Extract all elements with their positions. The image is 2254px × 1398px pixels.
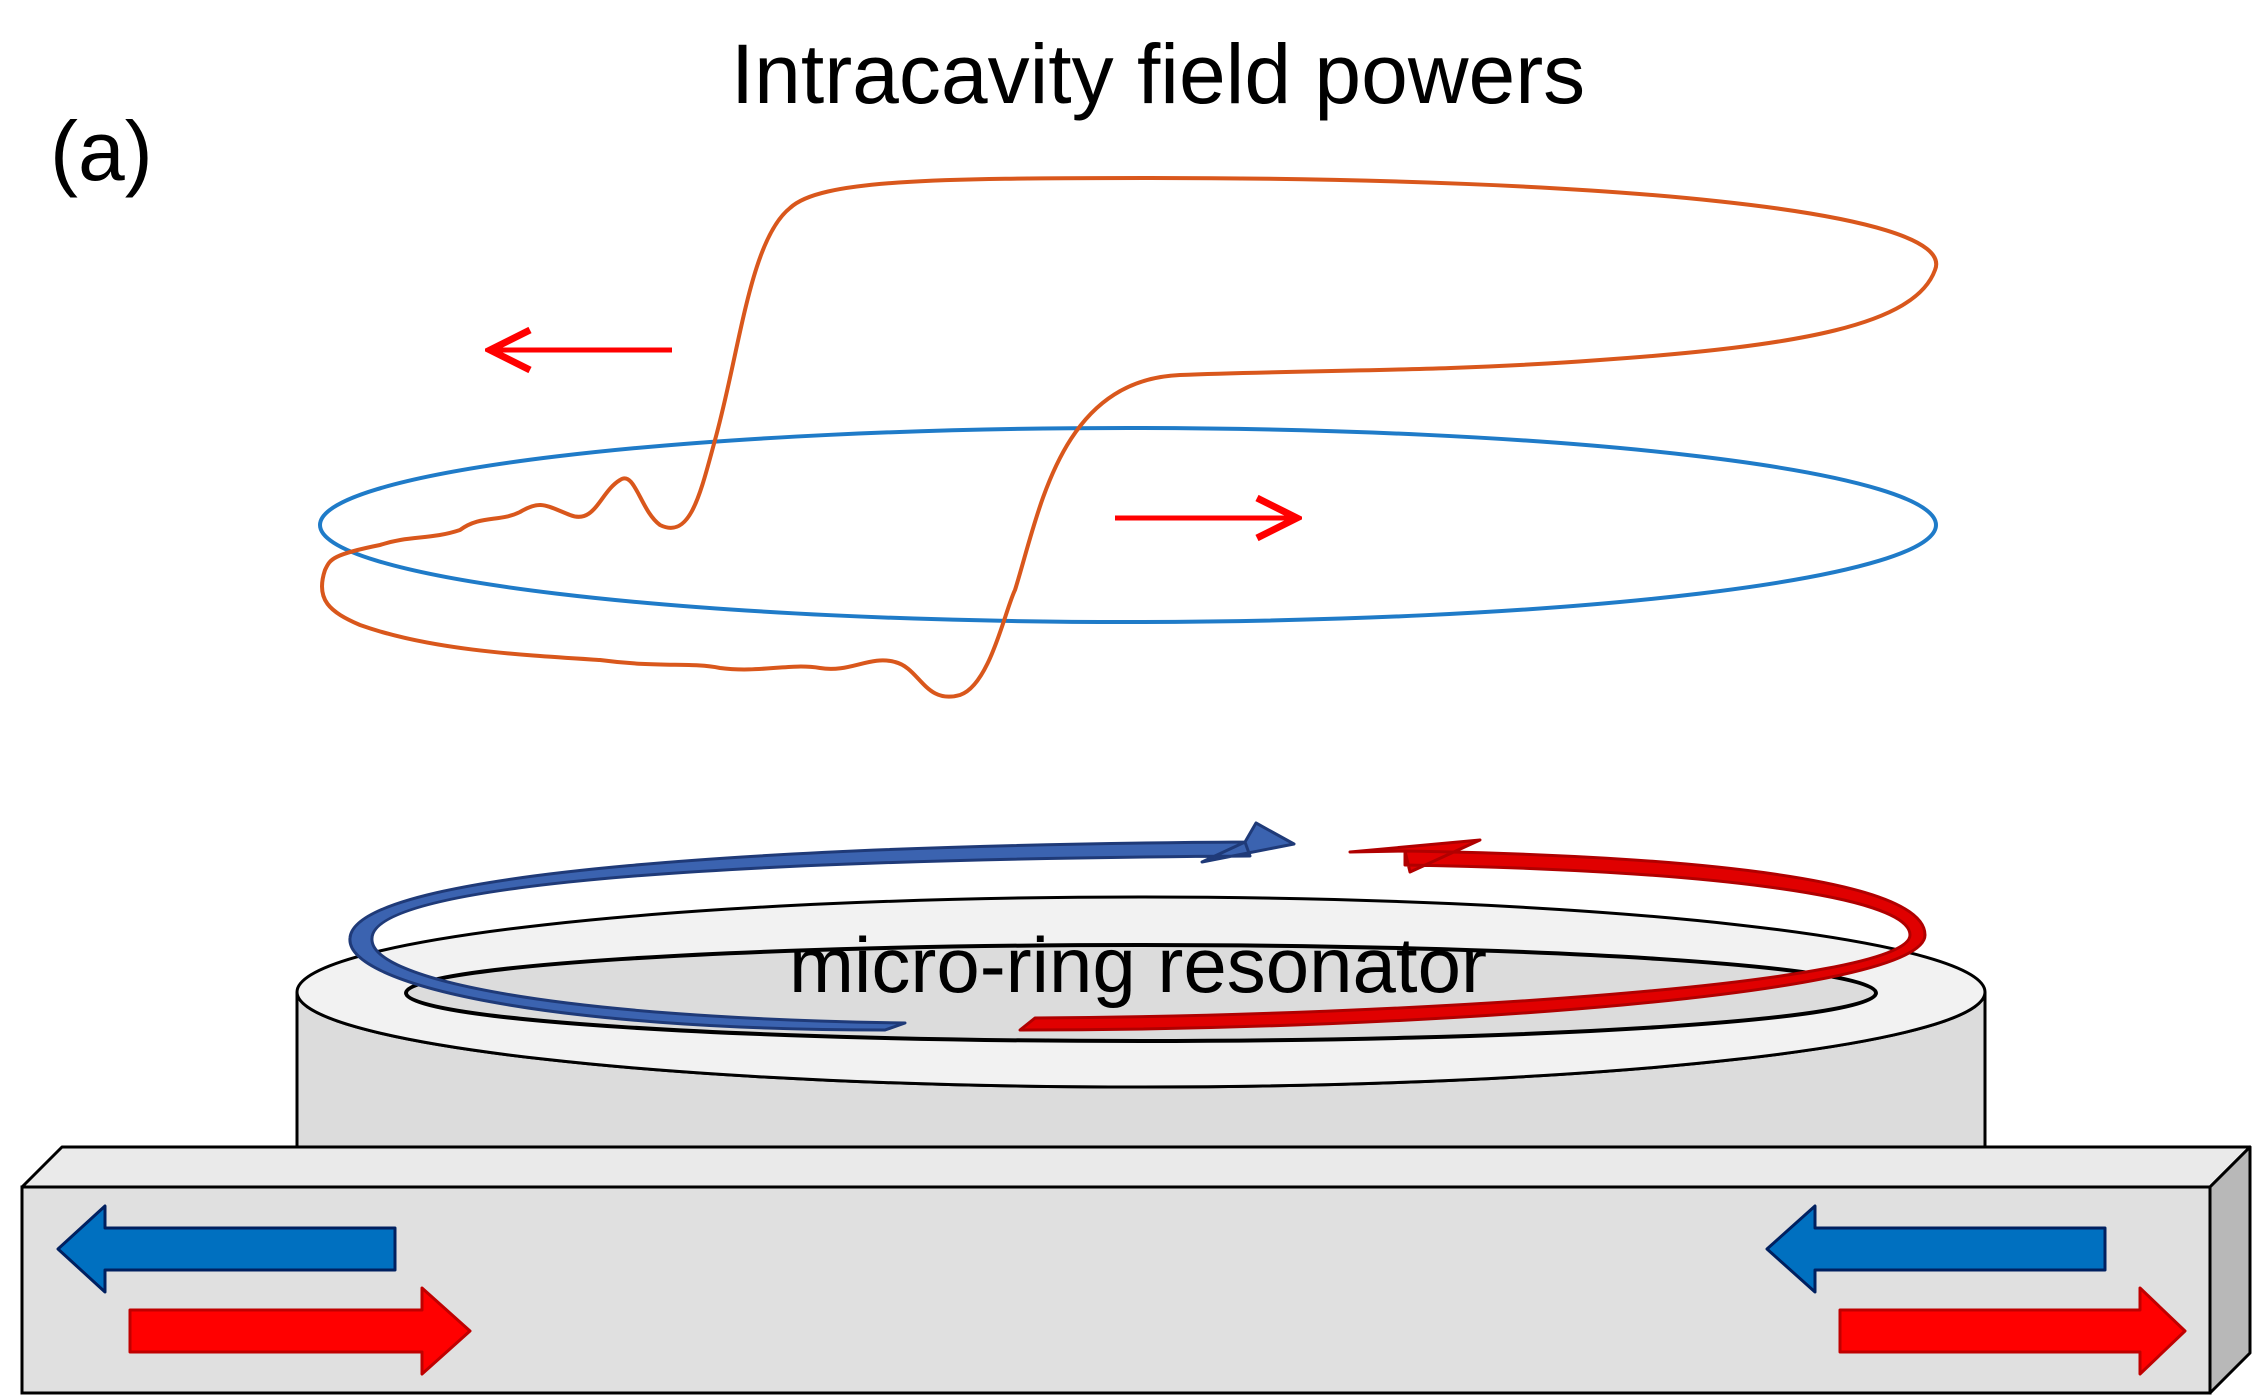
panel-label: (a) <box>50 104 153 198</box>
waveguide-right-blue-arrow <box>1765 1204 2107 1294</box>
ring-red-circulation <box>1018 838 1927 1032</box>
waveguide-side-face <box>2208 1145 2252 1395</box>
figure-title: Intracavity field powers <box>731 27 1585 121</box>
waveguide-right-red-arrow <box>1838 1286 2187 1376</box>
bus-waveguide <box>20 1185 2212 1395</box>
waveguide-left-red-arrow <box>128 1286 472 1376</box>
waveguide-left-blue-arrow <box>56 1204 397 1294</box>
ring-blue-circulation <box>348 821 1296 1032</box>
orange-field-power-ring <box>319 176 1939 699</box>
blue-field-power-ring <box>318 426 1938 624</box>
resonator-label: micro-ring resonator <box>789 921 1487 1009</box>
resonator-inner-ring <box>404 943 1878 1043</box>
waveguide-top-face <box>20 1145 2252 1189</box>
